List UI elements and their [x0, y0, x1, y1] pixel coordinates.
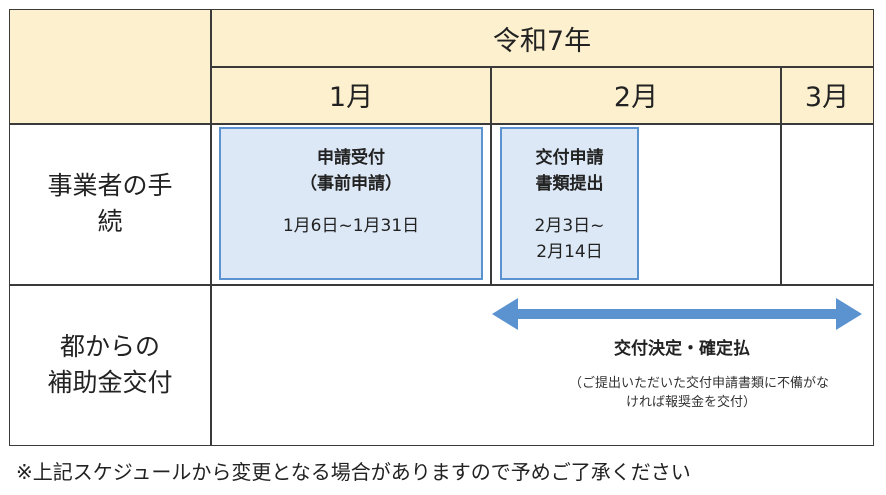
arrow-shape	[492, 298, 862, 330]
box-title: 交付申請	[535, 148, 604, 168]
row-label-line: 続	[97, 207, 123, 236]
divider	[9, 284, 874, 286]
table-border	[9, 9, 874, 446]
arrow-note-line: ければ報奨金を交付）	[625, 395, 756, 410]
divider	[490, 66, 492, 285]
month-label-january: 1月	[328, 82, 374, 113]
header-month-row	[211, 66, 873, 123]
arrow-note-line: （ご提出いただいた交付申請書類に不備がな	[568, 376, 829, 391]
box-date: 2月14日	[536, 242, 603, 262]
footnote: ※上記スケジュールから変更となる場合がありますので予めご了承ください	[16, 460, 691, 484]
row-label-subsidy: 都からの 補助金交付	[10, 285, 210, 445]
arrow-label: 交付決定・確定払	[614, 339, 750, 359]
box-title: （事前申請）	[300, 174, 402, 194]
row-label-line: 補助金交付	[47, 368, 173, 397]
row-label-line: 都からの	[59, 332, 160, 361]
month-label-march: 3月	[804, 82, 850, 113]
divider	[211, 66, 873, 68]
header-year-row	[211, 10, 873, 66]
year-label: 令和7年	[492, 25, 592, 57]
document-submission-box: 交付申請 書類提出 2月3日~ 2月14日	[500, 127, 639, 280]
double-arrow	[492, 298, 862, 330]
divider	[780, 66, 782, 285]
box-date: 2月3日~	[534, 216, 605, 236]
header-left-blank	[10, 10, 211, 123]
box-date: 1月6日~1月31日	[282, 216, 420, 236]
divider	[210, 9, 212, 446]
divider	[9, 123, 874, 125]
month-label-february: 2月	[613, 82, 659, 113]
box-title: 書類提出	[535, 174, 604, 194]
box-title: 申請受付	[317, 148, 385, 168]
application-period-box: 申請受付 （事前申請） 1月6日~1月31日	[219, 127, 483, 280]
row-label-line: 事業者の手	[47, 171, 173, 200]
row-label-business-procedures: 事業者の手 続	[10, 124, 210, 284]
